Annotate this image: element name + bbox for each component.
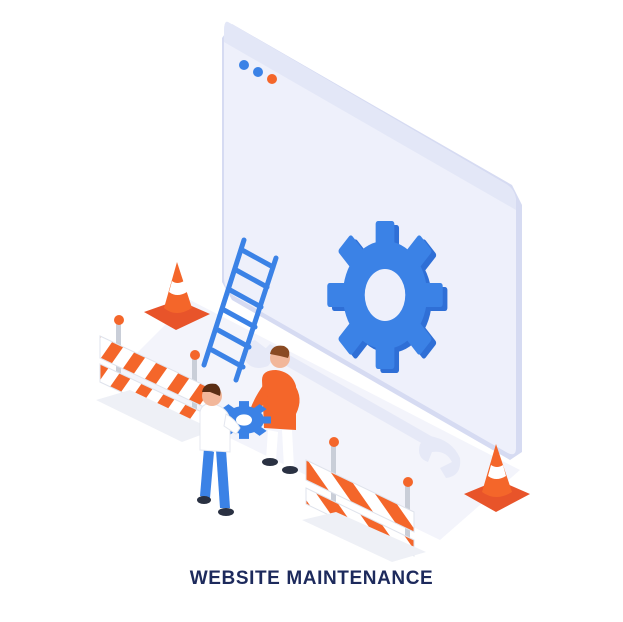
person-orange-shirt <box>250 345 300 474</box>
ladder-icon <box>201 237 279 383</box>
traffic-cone-icon <box>144 262 210 330</box>
window-dot-3 <box>267 74 277 84</box>
browser-window-icon <box>222 21 522 460</box>
ground-shadow <box>110 300 520 540</box>
caption-title: WEBSITE MAINTENANCE <box>189 568 434 589</box>
wrench-icon <box>243 340 461 478</box>
window-dot-1 <box>239 60 249 70</box>
traffic-cone-icon <box>464 444 530 512</box>
person-white-shirt <box>197 383 241 516</box>
road-barrier-icon <box>302 437 426 562</box>
road-barrier-icon <box>96 315 214 442</box>
gear-icon <box>327 221 448 373</box>
window-dot-2 <box>253 67 263 77</box>
